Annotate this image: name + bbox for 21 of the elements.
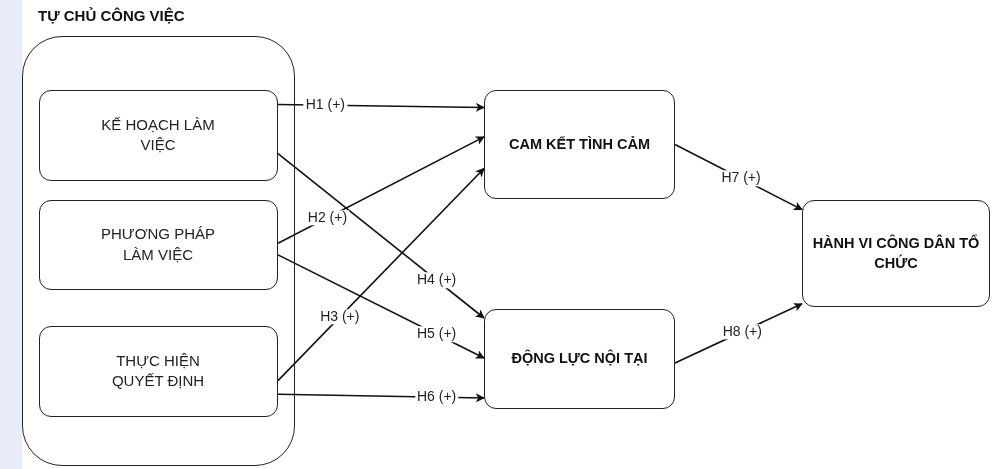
node-label: KẾ HOẠCH LÀM VIỆC [100,114,216,155]
group-heading: TỰ CHỦ CÔNG VIỆC [38,7,185,24]
node-label: THỰC HIỆN QUYẾT ĐỊNH [110,350,206,391]
node-label: ĐỘNG LỰC NỘI TẠI [511,349,648,369]
edge-label: H1 (+) [303,97,347,113]
arrow [277,167,485,382]
construct-box [484,309,675,409]
factor-box [38,89,278,181]
construct-box [802,200,990,307]
node-label: PHƯƠNG PHÁP LÀM VIỆC [100,224,216,265]
node-label: HÀNH VI CÔNG DÂN TỔ CHỨC [811,233,981,273]
arrow [277,152,485,319]
factor-box [38,199,278,290]
construct-box [484,90,675,199]
edge-label: H3 (+) [318,309,362,325]
edge-label: H6 (+) [414,389,459,405]
node-label: CAM KẾT TÌNH CẢM [509,134,650,154]
edge-label: H7 (+) [719,170,763,187]
edge-label: H2 (+) [305,210,350,226]
factor-box [38,325,278,417]
edge-label: H8 (+) [720,323,764,340]
